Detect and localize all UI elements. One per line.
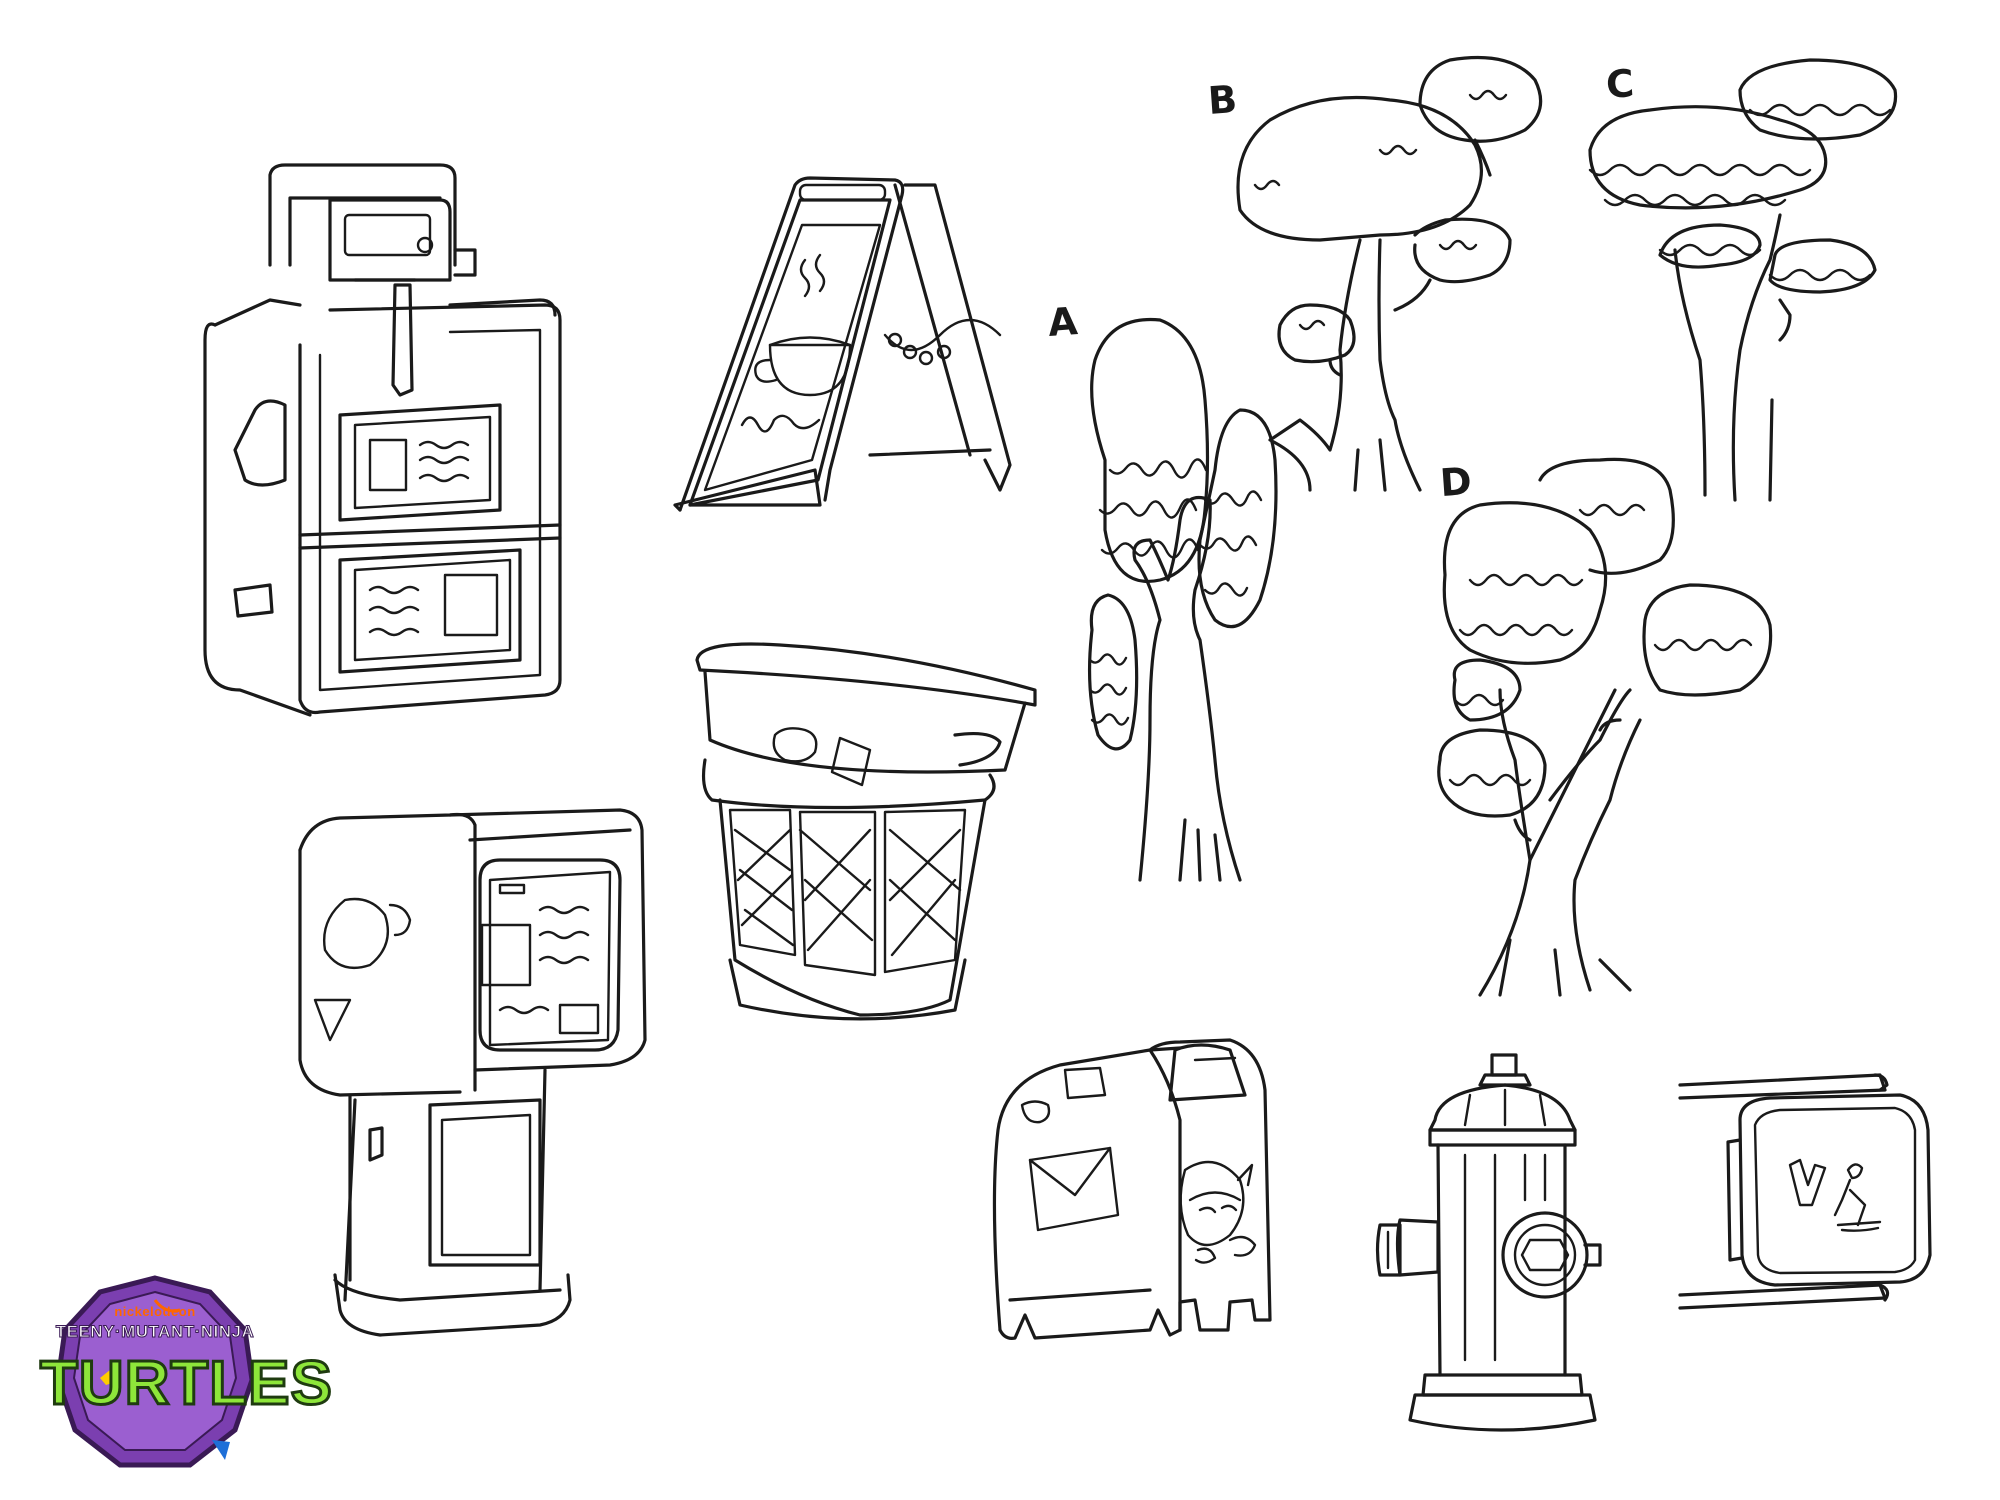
logo-title-line2: TURTLES — [39, 1348, 334, 1420]
envelope-icon — [1028, 1146, 1120, 1232]
pedestrian-signal-icon — [1788, 1158, 1882, 1232]
hydrant-nozzle — [1501, 1211, 1602, 1299]
tree-label-a: A — [1046, 299, 1079, 345]
turtle-mask-icon — [1179, 1160, 1257, 1264]
logo-badge — [55, 1275, 255, 1468]
pedestrian-signal — [1678, 1073, 1932, 1310]
tree-a — [1087, 317, 1278, 882]
tree-label-c: C — [1604, 61, 1636, 107]
coffee-cup-icon — [740, 253, 852, 433]
tree-label-b: B — [1206, 77, 1239, 123]
sandwich-board-sign — [673, 176, 1012, 512]
newspaper-box-tall — [203, 163, 562, 717]
logo-title-line1: TEENY·MUTANT·NINJA — [55, 1322, 255, 1342]
tree-b — [1236, 55, 1543, 492]
mailbox — [992, 1038, 1272, 1340]
fire-hydrant — [1375, 1053, 1602, 1432]
tree-label-d: D — [1438, 458, 1474, 506]
newspaper-vending-stand — [298, 808, 647, 1337]
tree-d — [1437, 457, 1773, 997]
tmnt-logo: nickelodeon TEENY·MUTANT·NINJA TURTLES — [39, 1270, 334, 1485]
logo-brand: nickelodeon — [114, 1304, 196, 1319]
tree-c — [1588, 58, 1898, 502]
trash-can — [695, 642, 1037, 1021]
